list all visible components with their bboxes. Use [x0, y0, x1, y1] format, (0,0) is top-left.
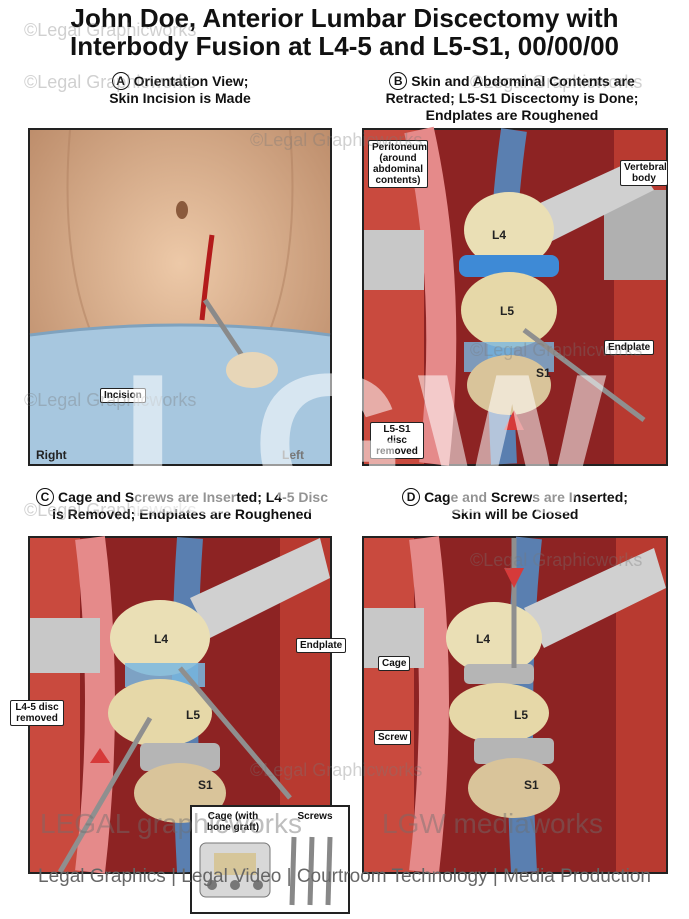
page-title: John Doe, Anterior Lumbar Discectomy wit… [0, 4, 689, 60]
panel-d-heading-1: Cage and Screws are Inserted; [424, 489, 628, 505]
vertebra-l4 [446, 602, 542, 674]
panel-b-heading-3: Endplates are Roughened [425, 107, 599, 123]
screw-illustration [289, 836, 297, 906]
vertebra-l5 [461, 272, 557, 348]
disc-removed-label: L4-5 disc removed [10, 700, 64, 726]
panel-d-letter: D [402, 488, 421, 506]
cage-l5-s1 [474, 738, 554, 764]
abdomen-illustration [29, 129, 331, 464]
panel-b-heading-1: Skin and Abdominal Contents are [411, 73, 635, 89]
title-line-2: Interbody Fusion at L4-5 and L5-S1, 00/0… [69, 31, 620, 61]
incision-mark [199, 234, 215, 321]
s1-label: S1 [198, 778, 213, 792]
vertebra-s1 [468, 758, 560, 818]
instrument [522, 328, 646, 422]
panel-a-illustration: Incision Right Left [28, 128, 332, 466]
cage-label: Cage [378, 656, 411, 671]
panel-b-heading-2: Retracted; L5-S1 Discectomy is Done; [385, 90, 639, 106]
watermark-text: ©Legal Graphicworks [470, 340, 643, 360]
watermark-text: ©Legal Graphicworks [470, 550, 643, 570]
inset-screws-label: Screws [297, 811, 333, 822]
cage-l4-5 [464, 664, 534, 684]
inset-cage-label: Cage (with bone graft) [206, 811, 260, 833]
endplate-label: Endplate [296, 638, 347, 653]
panel-b-illustration: Peritoneum (around abdominal contents) V… [362, 126, 668, 466]
l5-label: L5 [186, 708, 201, 722]
watermark-text: ©Legal Graphicworks [250, 130, 423, 150]
panel-a-letter: A [111, 72, 130, 90]
right-label: Right [36, 448, 67, 462]
implanted-cage [140, 743, 220, 771]
surgical-field-d [364, 536, 666, 874]
panel-a-heading-2: Skin Incision is Made [109, 90, 251, 106]
incision-label: Incision [100, 388, 146, 403]
panel-c-heading-1: Cage and Screws are Inserted; L4-5 Disc [58, 489, 328, 505]
watermark-text: ©Legal Graphicworks [24, 500, 197, 520]
l4-label: L4 [476, 632, 491, 646]
panel-b-letter: B [389, 72, 408, 90]
l4-label: L4 [154, 632, 169, 646]
vertebra-s1 [467, 355, 551, 415]
disc-removed-label: L5-S1 disc removed [370, 422, 424, 459]
watermark-text: ©Legal Graphicworks [24, 72, 197, 92]
navel-shape [176, 201, 188, 219]
title-line-1: John Doe, Anterior Lumbar Discectomy wit… [70, 3, 619, 33]
panel-a-heading-1: Orientation View; [133, 73, 249, 89]
l5-label: L5 [500, 304, 515, 318]
s1-label: S1 [536, 366, 551, 380]
watermark-text: ©Legal Graphicworks [24, 390, 197, 410]
vertebra-l5 [449, 683, 549, 743]
watermark-text: ©Legal Graphicworks [250, 760, 423, 780]
retractor-left [364, 230, 424, 290]
screw-label: Screw [374, 730, 412, 745]
panel-d-heading-2: Skin will be Closed [451, 506, 579, 522]
vertebra-l5 [108, 679, 212, 747]
implant-inset: Cage (with bone graft) Screws [190, 805, 350, 914]
brand-left: LEGAL graphicworks [40, 808, 302, 839]
watermark-text: ©Legal Graphicworks [24, 20, 197, 40]
panel-c-heading-2: is Removed; Endplates are Roughened [52, 506, 312, 522]
footer: Legal Graphics | Legal Video | Courtroom… [38, 866, 651, 887]
vertebra-l4 [110, 600, 210, 676]
endplate-label: Endplate [604, 340, 655, 355]
disc-l4-5 [459, 255, 559, 277]
scalpel [202, 298, 248, 362]
left-label: Left [282, 448, 304, 462]
peritoneum-label: Peritoneum (around abdominal contents) [368, 140, 428, 188]
l5-label: L5 [514, 708, 529, 722]
s1-label: S1 [524, 778, 539, 792]
brand-right: LGW mediaworks [382, 808, 603, 839]
l4-label: L4 [492, 228, 507, 242]
vertebra-l4 [464, 192, 554, 268]
gloved-hand [226, 352, 278, 388]
red-arrow [504, 410, 524, 430]
watermark-text: ©Legal Graphicworks [470, 72, 643, 92]
lgw-watermark: LGW [120, 333, 617, 556]
inset-implants [199, 836, 333, 906]
vertebral-body-label: Vertebral body [620, 160, 668, 186]
panel-d-illustration: L4 L5 S1 Cage Screw [362, 536, 668, 874]
panel-c-letter: C [36, 488, 54, 506]
